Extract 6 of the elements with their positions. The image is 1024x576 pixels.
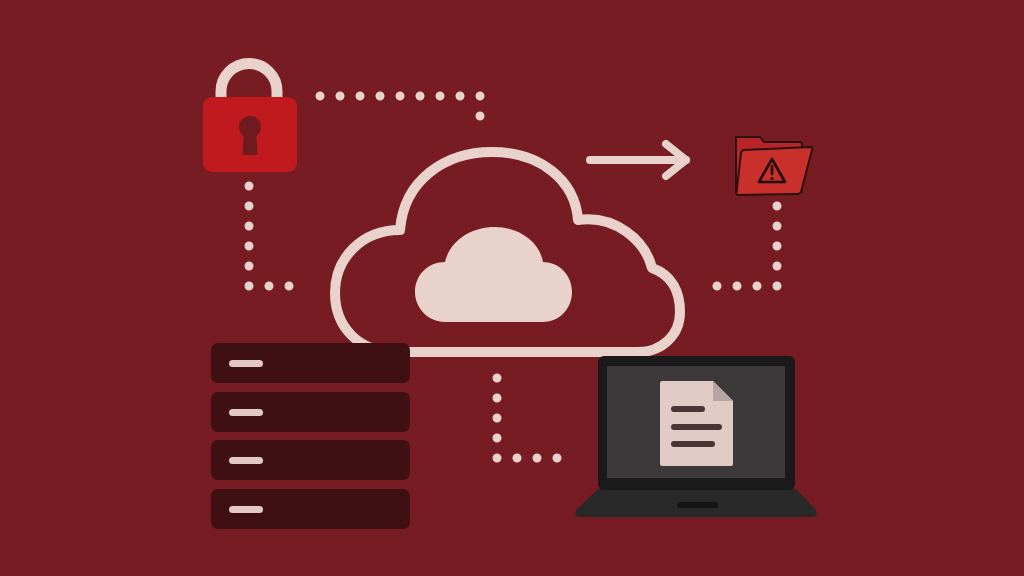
server-stack-icon [211,343,410,529]
arrow [586,140,690,180]
cloud-outline [330,147,685,357]
folder-warning-icon [734,135,814,197]
padlock-icon [203,57,297,173]
laptop-icon [573,356,819,518]
